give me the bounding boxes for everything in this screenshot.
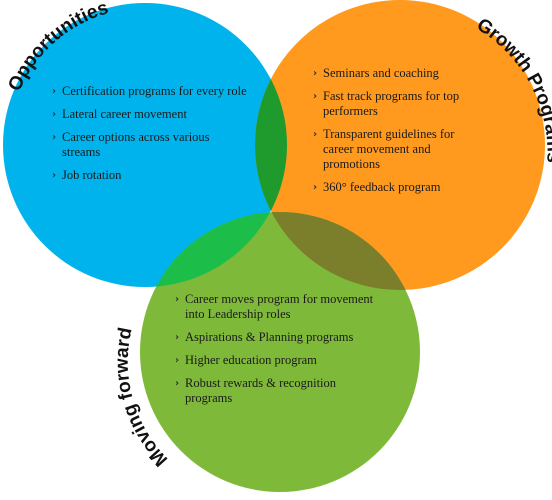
moving-forward-list: › Career moves program for movement into …: [175, 292, 375, 414]
chevron-right-icon: ›: [175, 294, 180, 305]
list-item-text: Certification programs for every role: [62, 84, 247, 98]
chevron-right-icon: ›: [52, 86, 57, 97]
list-item: › Transparent guidelines for career movem…: [313, 127, 483, 172]
circle-moving: [140, 212, 420, 492]
chevron-right-icon: ›: [52, 170, 57, 181]
list-item-text: Job rotation: [62, 168, 122, 182]
list-item: › 360° feedback program: [313, 180, 463, 195]
list-item: › Career moves program for movement into …: [175, 292, 375, 322]
list-item: › Certification programs for every role: [52, 84, 274, 99]
list-item-text: Aspirations & Planning programs: [185, 330, 354, 344]
circle-growth: [255, 0, 545, 290]
list-item: › Fast track programs for top performers: [313, 89, 463, 119]
opportunities-list: › Certification programs for every role ›…: [52, 84, 274, 191]
chevron-right-icon: ›: [313, 91, 318, 102]
list-item-text: Seminars and coaching: [323, 66, 439, 80]
list-item: › Lateral career movement: [52, 107, 274, 122]
chevron-right-icon: ›: [313, 129, 318, 140]
list-item-text: Transparent guidelines for career moveme…: [323, 127, 455, 171]
list-item: › Robust rewards & recognition programs: [175, 376, 360, 406]
list-item-text: Fast track programs for top performers: [323, 89, 460, 118]
list-item-text: 360° feedback program: [323, 180, 441, 194]
list-item: › Career options across various streams: [52, 130, 242, 160]
list-item-text: Career options across various streams: [62, 130, 210, 159]
chevron-right-icon: ›: [313, 182, 318, 193]
growth-programs-list: › Seminars and coaching › Fast track progr…: [313, 66, 463, 203]
list-item-text: Lateral career movement: [62, 107, 187, 121]
chevron-right-icon: ›: [175, 332, 180, 343]
list-item-text: Higher education program: [185, 353, 317, 367]
chevron-right-icon: ›: [175, 378, 180, 389]
list-item: › Higher education program: [175, 353, 375, 368]
list-item-text: Career moves program for movement into L…: [185, 292, 374, 321]
chevron-right-icon: ›: [313, 68, 318, 79]
list-item: › Aspirations & Planning programs: [175, 330, 375, 345]
chevron-right-icon: ›: [175, 355, 180, 366]
chevron-right-icon: ›: [52, 109, 57, 120]
list-item-text: Robust rewards & recognition programs: [185, 376, 337, 405]
circle-opportunities: [3, 3, 287, 287]
list-item: › Seminars and coaching: [313, 66, 463, 81]
list-item: › Job rotation: [52, 168, 274, 183]
chevron-right-icon: ›: [52, 132, 57, 143]
